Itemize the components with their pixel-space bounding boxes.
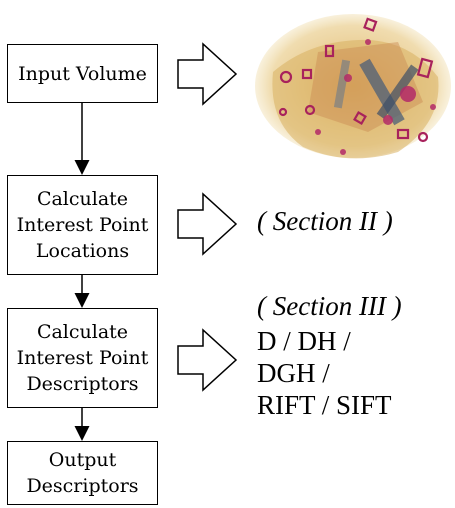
descriptor-types-label: D / DH / DGH / RIFT / SIFT (257, 326, 392, 420)
block-arrow-3 (177, 328, 238, 392)
calculate-descriptors-box: Calculate Interest Point Descriptors (7, 308, 158, 408)
output-descriptors-box: Output Descriptors (7, 441, 158, 505)
section-ii-label: ( Section II ) (257, 206, 393, 236)
block-arrow-2 (177, 192, 238, 256)
volume-render-image (255, 14, 451, 159)
input-volume-box: Input Volume (7, 44, 158, 103)
calculate-locations-box: Calculate Interest Point Locations (7, 175, 158, 275)
section-iii-label: ( Section III ) (257, 291, 402, 321)
block-arrow-1 (177, 42, 238, 106)
